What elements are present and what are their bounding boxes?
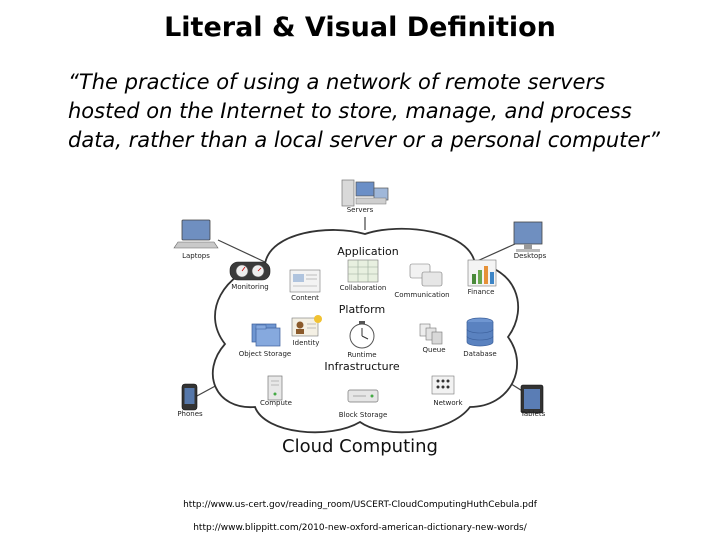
label-network: Network (433, 399, 463, 407)
phone-icon (182, 384, 197, 410)
quote-line-2: hosted on the Internet to store, manage,… (68, 97, 708, 126)
label-content: Content (291, 294, 319, 302)
cloud-computing-diagram: Servers Laptops Desktops Phones Tablets … (170, 172, 560, 462)
label-queue: Queue (423, 346, 446, 354)
cloud-diagram-svg: Servers Laptops Desktops Phones Tablets … (170, 172, 560, 462)
servers-icon (342, 180, 388, 206)
slide-title: Literal & Visual Definition (0, 12, 720, 43)
diagram-title: Cloud Computing (282, 436, 438, 457)
database-icon (467, 318, 493, 346)
label-monitoring: Monitoring (231, 283, 268, 291)
connector-desktops (475, 244, 515, 262)
label-tablets: Tablets (520, 410, 546, 418)
object-storage-icon (252, 324, 280, 346)
label-compute: Compute (260, 399, 292, 407)
label-object-storage: Object Storage (239, 350, 291, 358)
finance-icon (468, 260, 496, 286)
label-collaboration: Collaboration (340, 284, 387, 292)
collaboration-icon (348, 260, 378, 282)
layer-infrastructure: Infrastructure (324, 360, 400, 373)
label-finance: Finance (468, 288, 495, 296)
connector-laptops (218, 240, 265, 262)
layer-application: Application (337, 245, 398, 258)
label-servers: Servers (347, 206, 374, 214)
network-icon (432, 376, 454, 394)
label-runtime: Runtime (347, 351, 376, 359)
source-link-2[interactable]: http://www.blippitt.com/2010-new-oxford-… (0, 523, 720, 533)
laptop-icon (174, 220, 218, 248)
compute-icon (268, 376, 282, 400)
identity-icon (292, 315, 322, 336)
layer-platform: Platform (339, 303, 385, 316)
label-block-storage: Block Storage (339, 411, 388, 419)
label-communication: Communication (394, 291, 449, 299)
block-storage-icon (348, 390, 378, 402)
definition-quote: “The practice of using a network of remo… (68, 68, 708, 155)
label-database: Database (463, 350, 496, 358)
quote-line-1: “The practice of using a network of remo… (68, 68, 708, 97)
desktop-icon (514, 222, 542, 252)
label-laptops: Laptops (182, 252, 210, 260)
label-identity: Identity (293, 339, 320, 347)
label-desktops: Desktops (514, 252, 547, 260)
tablet-icon (521, 385, 543, 413)
content-icon (290, 270, 320, 292)
source-link-1[interactable]: http://www.us-cert.gov/reading_room/USCE… (0, 500, 720, 510)
monitoring-icon (230, 262, 270, 280)
quote-line-3: data, rather than a local server or a pe… (68, 126, 708, 155)
label-phones: Phones (177, 410, 203, 418)
